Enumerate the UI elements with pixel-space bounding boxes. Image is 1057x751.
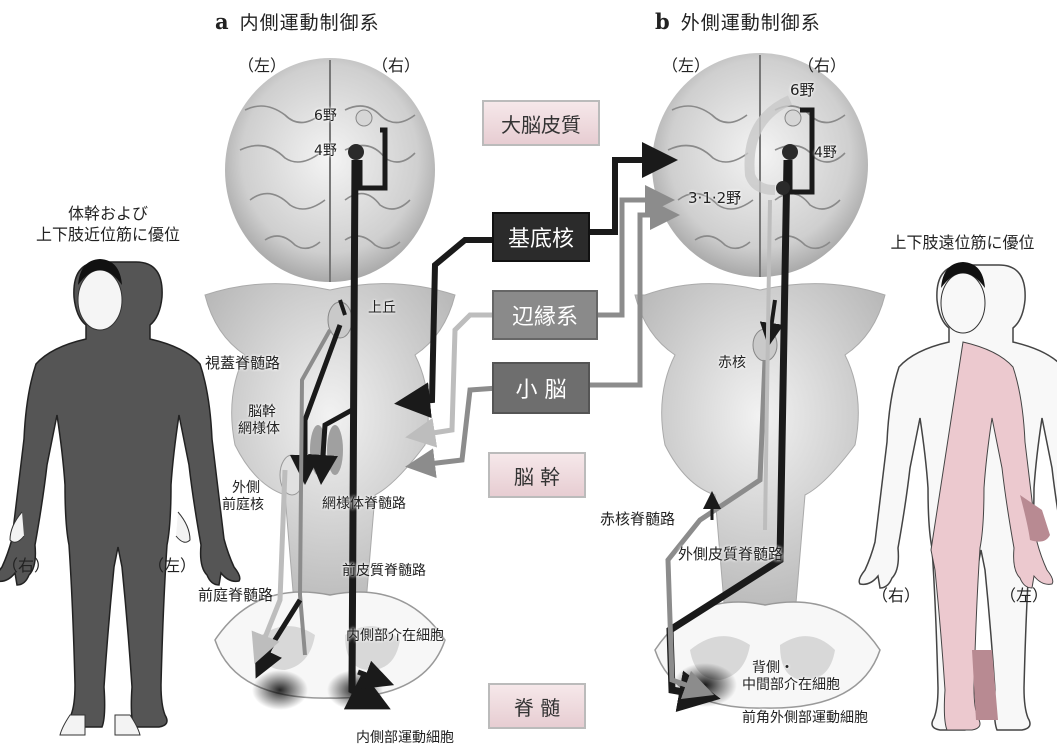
brainstem-box: 脳 幹 <box>488 452 586 498</box>
tectospinal-label: 視蓋脊髄路 <box>205 355 280 372</box>
reticular-label-line2: 網様体 <box>238 421 280 438</box>
left-figure-right-label: （右） <box>2 552 50 576</box>
b-area4-label: 4野 <box>814 145 837 162</box>
dorsal-interneurons-label: 背側・ 中間部介在細胞 <box>742 660 840 694</box>
ventral-lateral-motor-label: 前角外側部運動細胞 <box>742 710 868 727</box>
brain-a <box>225 58 435 282</box>
vestibular-label-line2: 前庭核 <box>222 497 264 514</box>
dorsal-label-line1: 背側・ <box>742 660 840 677</box>
medial-motor-label: 内側部運動細胞 <box>356 730 454 747</box>
panel-b-left-label: （左） <box>662 52 710 76</box>
left-figure-left-label: （左） <box>148 552 196 576</box>
area312-label: 3·1·2野 <box>688 190 741 207</box>
lateral-corticospinal-label: 外側皮質脊髄路 <box>678 546 783 563</box>
body-figure-right <box>859 262 1057 730</box>
cortex-box: 大脳皮質 <box>482 100 600 146</box>
reticular-label: 脳幹 網様体 <box>238 404 280 438</box>
basal-ganglia-box: 基底核 <box>492 212 590 262</box>
red-nucleus-label: 赤核 <box>718 355 746 372</box>
panel-a-title: a 内側運動制御系 <box>215 8 380 35</box>
brain-b <box>652 53 868 277</box>
vestibulospinal-label: 前庭脊髄路 <box>198 587 273 604</box>
a-area4-label: 4野 <box>314 143 337 160</box>
panel-b-title: b 外側運動制御系 <box>655 8 821 35</box>
right-figure-right-label: （右） <box>872 582 920 606</box>
panel-b-right-label: （右） <box>798 52 846 76</box>
vestibular-label-line1: 外側 <box>222 480 264 497</box>
panel-b-letter: b <box>655 9 671 34</box>
vestibular-nucleus-label: 外側 前庭核 <box>222 480 264 514</box>
b-area6-label: 6野 <box>790 82 815 99</box>
body-figure-left <box>0 259 240 735</box>
left-figure-caption-line1: 体幹および <box>8 203 208 224</box>
cerebellum-box: 小 脳 <box>492 362 590 414</box>
right-figure-left-label: （左） <box>1000 582 1048 606</box>
panel-a-letter: a <box>215 9 230 34</box>
dorsal-label-line2: 中間部介在細胞 <box>742 677 840 694</box>
rubrospinal-label: 赤核脊髄路 <box>600 511 675 528</box>
panel-a-title-text: 内側運動制御系 <box>240 12 380 34</box>
spinal-cord-box: 脊 髄 <box>488 683 586 729</box>
left-figure-caption: 体幹および 上下肢近位筋に優位 <box>8 203 208 245</box>
superior-colliculus-label: 上丘 <box>368 300 396 317</box>
reticular-label-line1: 脳幹 <box>238 404 280 421</box>
panel-a-left-label: （左） <box>238 52 286 76</box>
left-figure-caption-line2: 上下肢近位筋に優位 <box>8 224 208 245</box>
limbic-box: 辺縁系 <box>492 290 598 340</box>
right-figure-caption: 上下肢遠位筋に優位 <box>870 232 1055 253</box>
anterior-corticospinal-label: 前皮質脊髄路 <box>342 563 426 580</box>
reticulospinal-label: 網様体脊髄路 <box>322 496 406 513</box>
a-area6-label: 6野 <box>314 108 337 125</box>
panel-b-title-text: 外側運動制御系 <box>681 12 821 34</box>
medial-interneurons-label: 内側部介在細胞 <box>346 628 444 645</box>
panel-a-right-label: （右） <box>372 52 420 76</box>
